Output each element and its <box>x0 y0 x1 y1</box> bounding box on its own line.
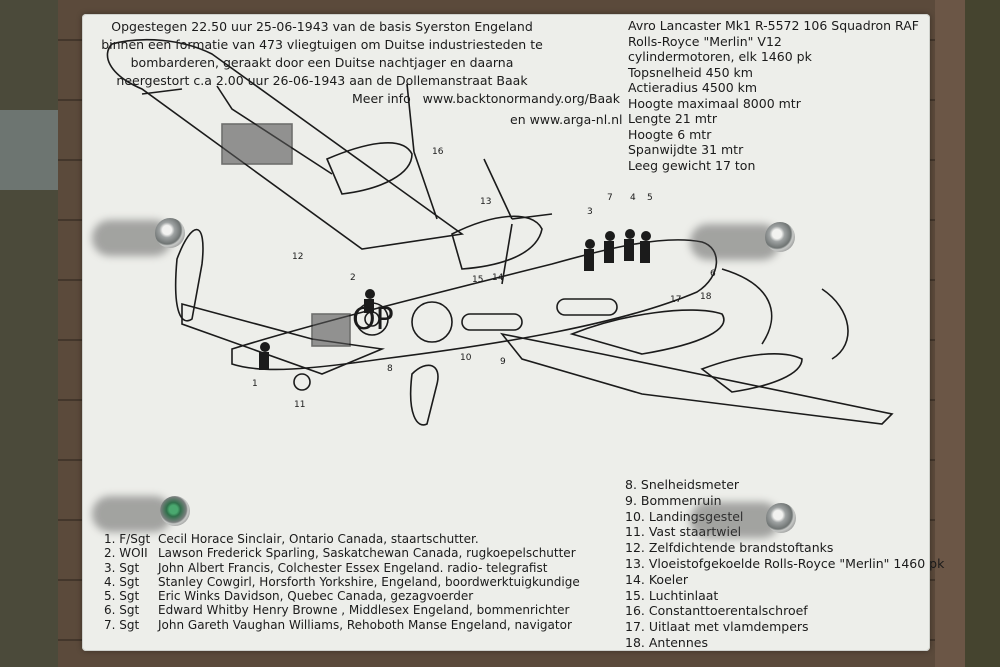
bolt-shadow <box>690 502 780 538</box>
callout-17: 17 <box>670 295 681 305</box>
info-url-2: en www.arga-nl.nl <box>510 112 623 127</box>
parts-legend: 8. Snelheidsmeter 9. Bommenruin 10. Land… <box>625 477 944 651</box>
crew-rank: 7. Sgt <box>104 617 140 632</box>
legend-item: 10. Landingsgestel <box>625 508 744 524</box>
callout-8: 8 <box>387 364 393 374</box>
callout-16: 16 <box>432 147 444 157</box>
legend-item: 8. Snelheidsmeter <box>625 477 740 492</box>
spec-line: Lengte 21 mtr <box>628 111 717 126</box>
callout-13: 13 <box>480 197 491 207</box>
history-line-2: binnen een formatie van 473 vliegtuigen … <box>101 37 543 52</box>
bolt-icon <box>765 222 795 252</box>
crew-text: John Albert Francis, Colchester Essex En… <box>158 560 548 575</box>
crew-rank: 4. Sgt <box>104 574 140 589</box>
crew-rank: 3. Sgt <box>104 560 140 575</box>
spec-line: Hoogte maximaal 8000 mtr <box>628 95 801 111</box>
callout-15: 15 <box>472 275 483 285</box>
legend-item: 18. Antennes <box>625 634 708 650</box>
crew-rank: 6. Sgt <box>104 603 140 618</box>
crew-text: John Gareth Vaughan Williams, Rehoboth M… <box>158 617 572 632</box>
callout-12: 12 <box>292 252 303 262</box>
legend-item: 13. Vloeistofgekoelde Rolls-Royce "Merli… <box>625 555 945 571</box>
callout-3: 3 <box>587 207 593 217</box>
spec-line: Topsnelheid 450 km <box>628 64 753 80</box>
crew-text: Eric Winks Davidson, Quebec Canada, geza… <box>158 589 474 604</box>
bolt-shadow <box>92 496 172 532</box>
lancaster-cutaway-drawing: OP 1 2 3 4 5 6 7 8 9 10 11 12 13 14 15 1… <box>106 38 894 426</box>
crew-row: 1. F/Sgt Cecil Horace Sinclair, Ontario C… <box>104 532 580 546</box>
crew-text: Cecil Horace Sinclair, Ontario Canada, s… <box>158 532 479 546</box>
spec-line: Leeg gewicht 17 ton <box>628 157 756 173</box>
legend-item: 14. Koeler <box>625 571 689 587</box>
info-label: Meer info <box>352 91 411 106</box>
spec-line: Actieradius 4500 km <box>628 80 758 95</box>
callout-9: 9 <box>500 357 506 367</box>
callout-1: 1 <box>252 379 258 389</box>
bolt-icon <box>160 496 190 526</box>
callout-14: 14 <box>492 273 504 283</box>
legend-item: 12. Zelfdichtende brandstoftanks <box>625 540 834 556</box>
callout-7: 7 <box>607 193 613 203</box>
callout-4: 4 <box>630 193 636 203</box>
callout-6: 6 <box>710 269 716 279</box>
crew-text: Stanley Cowgirl, Horsforth Yorkshire, En… <box>158 574 580 589</box>
crew-row: 4. Sgt Stanley Cowgirl, Horsforth Yorkshi… <box>104 575 580 589</box>
legend-item: 15. Luchtinlaat <box>625 587 719 603</box>
spec-line: Spanwijdte 31 mtr <box>628 142 744 157</box>
crew-list: 1. F/Sgt Cecil Horace Sinclair, Ontario C… <box>104 532 580 632</box>
spec-line: Rolls-Royce "Merlin" V12 <box>628 33 782 49</box>
bolt-icon <box>155 218 185 248</box>
crew-text: Edward Whitby Henry Browne , Middlesex E… <box>158 603 570 618</box>
history-line-4: neergestort c.a 2.00 uur 26-06-1943 aan … <box>116 73 528 88</box>
fuselage-code: OP <box>352 302 394 337</box>
callout-18: 18 <box>700 292 712 302</box>
info-url: www.backtonormandy.org/Baak <box>422 91 621 106</box>
legend-item: 16. Constanttoerentalschroef <box>625 603 808 619</box>
legend-item: 9. Bommenruin <box>625 492 722 508</box>
crew-row: 7. Sgt John Gareth Vaughan Williams, Reho… <box>104 618 580 632</box>
spec-line: Hoogte 6 mtr <box>628 126 712 142</box>
legend-item: 17. Uitlaat met vlamdempers <box>625 619 809 635</box>
callout-10: 10 <box>460 353 472 363</box>
callout-11: 11 <box>294 400 305 410</box>
legend-item: 11. Vast staartwiel <box>625 524 742 540</box>
crew-row: 5. Sgt Eric Winks Davidson, Quebec Canada… <box>104 589 580 603</box>
crew-row: 3. Sgt John Albert Francis, Colchester Es… <box>104 561 580 575</box>
specs-title: Avro Lancaster Mk1 R-5572 106 Squadron R… <box>628 18 919 33</box>
crew-rank: 1. F/Sgt <box>104 532 151 546</box>
callout-2: 2 <box>350 273 356 283</box>
aircraft-specs: Avro Lancaster Mk1 R-5572 106 Squadron R… <box>628 18 919 173</box>
history-line-1: Opgestegen 22.50 uur 25-06-1943 van de b… <box>111 19 533 34</box>
crew-text: Lawson Frederick Sparling, Saskatchewan … <box>158 546 576 561</box>
memorial-plaque <box>82 14 930 651</box>
crew-rank: 2. WOII <box>104 546 148 561</box>
callout-5: 5 <box>647 193 653 203</box>
history-line-3: bombarderen, geraakt door een Duitse nac… <box>130 55 514 70</box>
crew-row: 6. Sgt Edward Whitby Henry Browne , Middl… <box>104 603 580 617</box>
info-line: Meer info www.backtonormandy.org/Baak <box>82 90 620 108</box>
spec-line: cylindermotoren, elk 1460 pk <box>628 49 812 64</box>
crew-rank: 5. Sgt <box>104 589 140 604</box>
bolt-icon <box>766 503 796 533</box>
crew-row: 2. WOII Lawson Frederick Sparling, Saskat… <box>104 546 580 560</box>
history-header: Opgestegen 22.50 uur 25-06-1943 van de b… <box>82 18 620 108</box>
